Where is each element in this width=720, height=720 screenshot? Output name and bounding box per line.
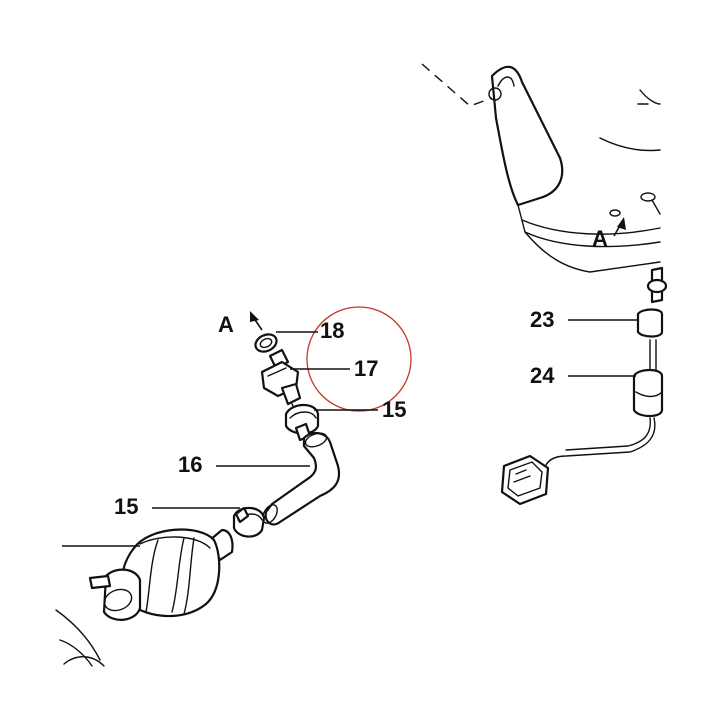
callout-24: 24 [530,363,555,388]
sender-unit [500,266,668,506]
callout-15-lower: 15 [114,494,138,519]
callout-23: 23 [530,307,554,332]
callout-18: 18 [320,318,344,343]
callout-17: 17 [354,356,378,381]
view-arrow-right: A [592,217,626,251]
fuel-hose [262,432,341,526]
tank-housing [421,63,661,273]
pipe-connector [260,348,302,413]
leader-lines [62,319,638,547]
fuel-pump [55,528,234,667]
callout-16: 16 [178,452,202,477]
view-arrow-left: A [218,311,263,337]
o-ring [254,333,278,353]
hose-clip-lower [232,506,266,538]
view-marker-right: A [592,226,608,251]
view-marker-left: A [218,312,234,337]
highlight-circle [306,306,412,412]
callout-15-upper: 15 [382,397,406,422]
